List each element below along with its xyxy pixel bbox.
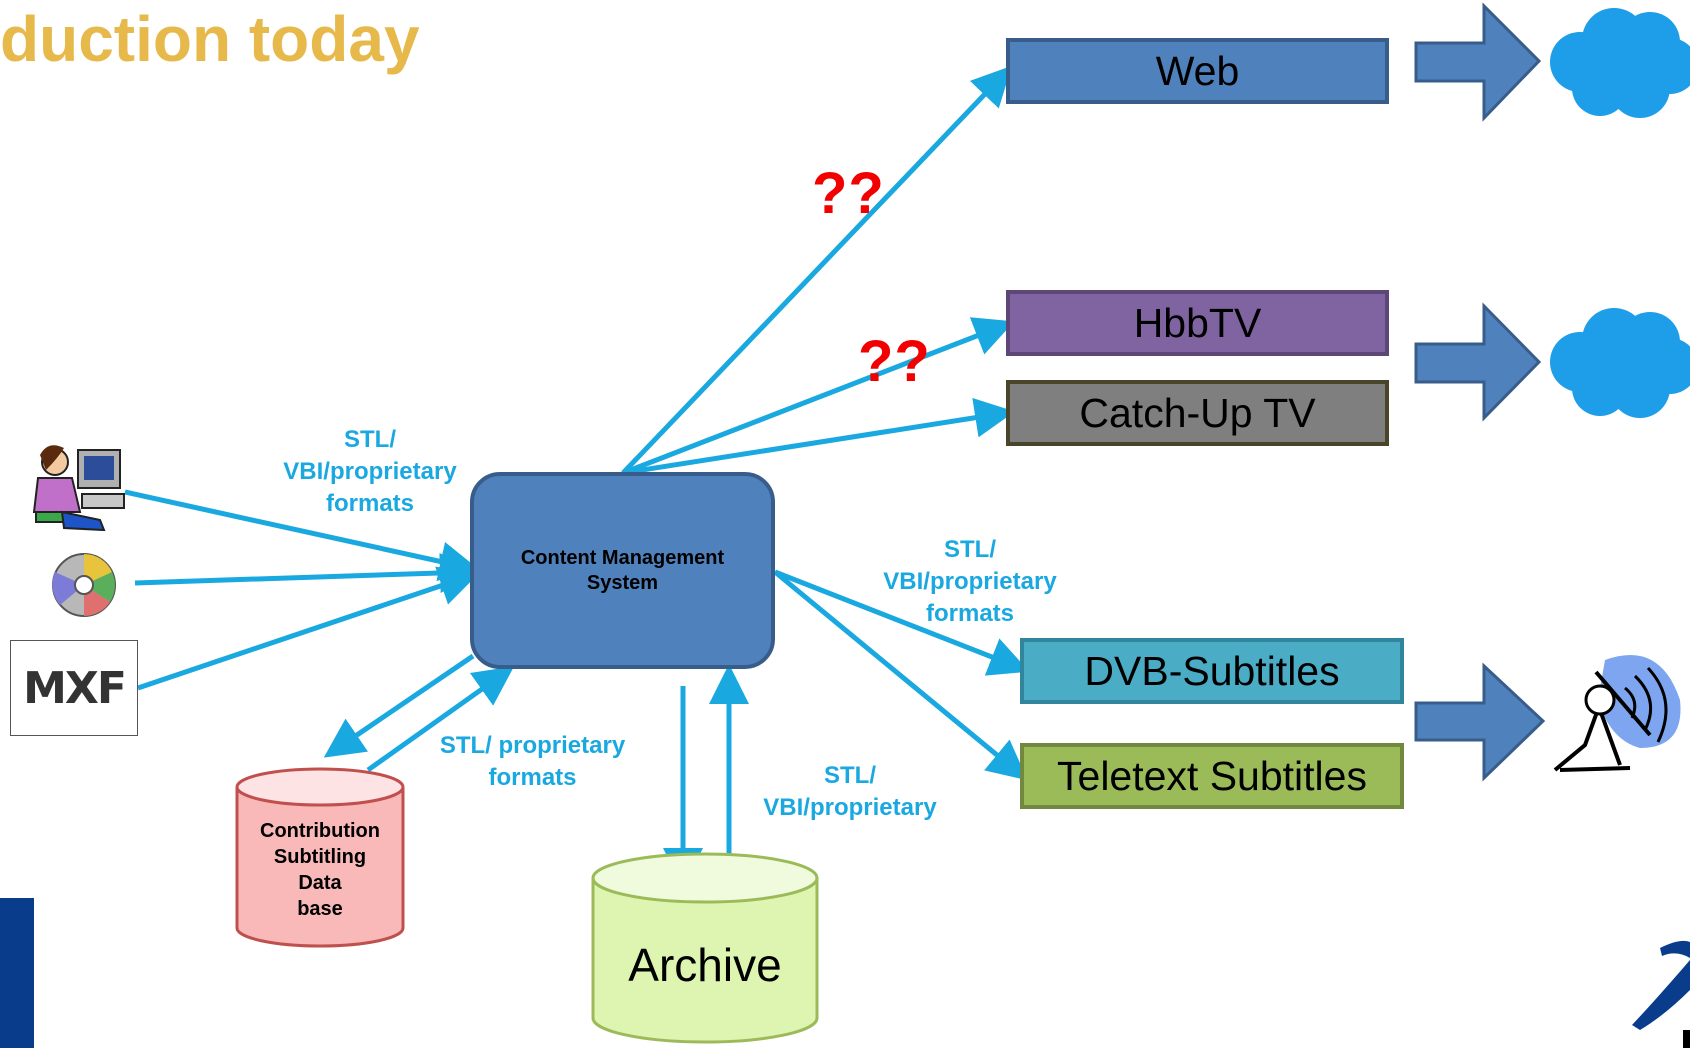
arrow-cms-to-catchup bbox=[622, 397, 1015, 476]
question-marks-web: ?? bbox=[812, 161, 885, 226]
database-label: Contribution Subtitling Data base bbox=[237, 818, 403, 922]
content-management-system-box: Content Management System bbox=[470, 472, 775, 669]
logo-fragment-left bbox=[0, 898, 34, 1048]
logo-fragment-right bbox=[1632, 940, 1690, 1048]
arrow-cms-to-dvb bbox=[774, 569, 1030, 676]
arrow-cms-to-hbbtv bbox=[622, 317, 1015, 476]
archive-cylinder bbox=[591, 852, 819, 1044]
arrow-cd-to-cms bbox=[134, 552, 480, 593]
cms-label-line2: System bbox=[586, 571, 659, 594]
archive-formats-label: STL/ VBI/proprietary bbox=[745, 760, 955, 824]
cd-disc-icon bbox=[52, 553, 116, 617]
database-label-line1: Contribution bbox=[260, 820, 380, 842]
person-at-computer-icon bbox=[32, 445, 125, 532]
arrow-person-to-cms bbox=[124, 489, 480, 582]
cloud-icon bbox=[1550, 8, 1690, 118]
arrow-cms-to-database bbox=[323, 653, 475, 758]
archive-formats-line2: VBI/proprietary bbox=[763, 794, 937, 821]
database-formats-line2: formats bbox=[488, 764, 577, 791]
input-formats-label: STL/ VBI/proprietary formats bbox=[265, 424, 475, 520]
output-catchup-box: Catch-Up TV bbox=[1006, 380, 1389, 446]
input-formats-line1: STL/ bbox=[344, 426, 396, 453]
output-formats-line3: formats bbox=[925, 600, 1015, 627]
big-arrow-icon bbox=[1414, 2, 1542, 122]
input-formats-line3: formats bbox=[325, 490, 415, 517]
cloud-icon bbox=[1550, 308, 1690, 418]
output-hbbtv-box: HbbTV bbox=[1006, 290, 1389, 356]
database-formats-line1: STL/ proprietary bbox=[439, 732, 626, 759]
arrow-database-to-cms bbox=[366, 666, 515, 773]
output-hbbtv-label: HbbTV bbox=[1133, 299, 1262, 346]
arrow-mxf-to-cms bbox=[137, 566, 480, 691]
output-catchup-label: Catch-Up TV bbox=[1079, 389, 1316, 436]
cms-label-line1: Content Management bbox=[520, 546, 725, 569]
mxf-logo-icon: MXF bbox=[10, 640, 138, 736]
database-label-line4: base bbox=[297, 898, 343, 920]
page-title: duction today bbox=[0, 3, 420, 75]
output-formats-label: STL/ VBI/proprietary formats bbox=[865, 534, 1075, 630]
question-marks-hbbtv: ?? bbox=[858, 329, 931, 394]
archive-label: Archive bbox=[628, 939, 782, 991]
database-label-line3: Data bbox=[298, 872, 342, 894]
big-arrow-icon bbox=[1414, 662, 1546, 782]
input-formats-line2: VBI/proprietary bbox=[283, 458, 457, 485]
arrow-cms-to-web bbox=[621, 65, 1012, 475]
arrow-cms-to-teletext bbox=[773, 570, 1028, 781]
database-cylinder bbox=[235, 767, 405, 948]
output-formats-line1: STL/ bbox=[944, 536, 996, 563]
archive-formats-line1: STL/ bbox=[824, 762, 876, 789]
output-dvb-label: DVB-Subtitles bbox=[1084, 647, 1340, 694]
mxf-logo-text: MXF bbox=[23, 662, 127, 714]
database-formats-label: STL/ proprietary formats bbox=[420, 730, 645, 794]
output-teletext-label: Teletext Subtitles bbox=[1057, 752, 1367, 799]
output-formats-line2: VBI/proprietary bbox=[883, 568, 1057, 595]
big-arrow-icon bbox=[1414, 302, 1542, 422]
database-label-line2: Subtitling bbox=[273, 846, 367, 868]
satellite-dish-icon bbox=[1553, 655, 1681, 772]
output-web-label: Web bbox=[1155, 47, 1240, 94]
output-dvb-box: DVB-Subtitles bbox=[1020, 638, 1404, 704]
output-teletext-box: Teletext Subtitles bbox=[1020, 743, 1404, 809]
output-web-box: Web bbox=[1006, 38, 1389, 104]
